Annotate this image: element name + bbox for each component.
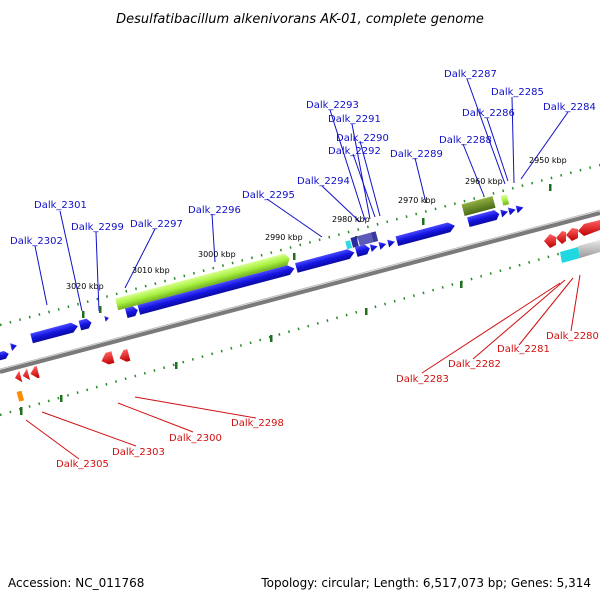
label-Dalk_2285[interactable]: Dalk_2285 [491,87,544,98]
gene-Dalk_2301[interactable] [78,318,93,331]
label-Dalk_2305[interactable]: Dalk_2305 [56,459,109,470]
gene-arrow-forward[interactable] [500,208,509,218]
label-Dalk_2283[interactable]: Dalk_2283 [396,374,449,385]
label-Dalk_2298[interactable]: Dalk_2298 [231,418,284,429]
label-Dalk_2293[interactable]: Dalk_2293 [306,100,359,111]
label-Dalk_2289[interactable]: Dalk_2289 [390,149,443,160]
label-Dalk_2288[interactable]: Dalk_2288 [439,135,492,146]
forward-gene-labels: Dalk_2287 Dalk_2285 Dalk_2284 Dalk_2286 … [10,69,596,247]
label-Dalk_2299[interactable]: Dalk_2299 [71,222,124,233]
gene-Dalk_2281[interactable] [566,228,578,241]
gene-arrow-forward[interactable] [0,350,10,361]
gene-Dalk_2286[interactable] [500,194,510,206]
gene-Dalk_2305[interactable] [13,370,23,384]
label-Dalk_2303[interactable]: Dalk_2303 [112,447,165,458]
tick-label-2990: 2990 kbp [265,233,303,242]
label-Dalk_2294[interactable]: Dalk_2294 [297,176,350,187]
gene-Dalk_2296[interactable] [137,264,296,315]
gene-Dalk_2288[interactable] [467,209,500,228]
gene-arrow-forward[interactable] [515,204,525,214]
label-Dalk_2282[interactable]: Dalk_2282 [448,359,501,370]
gene-arrow-forward[interactable] [387,238,396,248]
gene-Dalk_2291[interactable] [350,236,359,248]
label-Dalk_2286[interactable]: Dalk_2286 [462,108,515,119]
genome-backbone [0,209,600,374]
label-Dalk_2290[interactable]: Dalk_2290 [336,133,389,144]
gene-Dalk_2303[interactable] [29,365,40,380]
gene-Dalk_2297[interactable] [124,305,139,319]
label-Dalk_2300[interactable]: Dalk_2300 [169,433,222,444]
map-title: Desulfatibacillum alkenivorans AK-01, co… [116,12,484,27]
label-Dalk_2296[interactable]: Dalk_2296 [188,205,241,216]
label-Dalk_2297[interactable]: Dalk_2297 [130,219,183,230]
gene-Dalk_2283[interactable] [544,234,556,248]
gene-Dalk_2294[interactable] [295,248,356,273]
tick-label-2960: 2960 kbp [465,177,503,186]
label-Dalk_2292[interactable]: Dalk_2292 [328,146,381,157]
tick-label-2980: 2980 kbp [332,215,370,224]
gene-Dalk_2293[interactable] [345,240,353,250]
gene-Dalk_2282[interactable] [556,231,566,244]
gene-arrow-forward[interactable] [507,206,517,216]
forward-leader-lines [34,78,569,312]
gene-grey[interactable] [578,240,600,258]
genome-summary-text: Topology: circular; Length: 6,517,073 bp… [260,576,591,590]
label-Dalk_2287[interactable]: Dalk_2287 [444,69,497,80]
gene-arrow-forward[interactable] [369,243,379,253]
gene-cyan[interactable] [560,247,580,263]
reverse-gene-labels: Dalk_2280 Dalk_2281 Dalk_2282 Dalk_2283 … [56,331,599,470]
tick-label-3000: 3000 kbp [198,250,236,259]
tick-label-2950: 2950 kbp [529,156,567,165]
gene-Dalk_2295-lime[interactable] [115,253,291,311]
gene-Dalk_2300[interactable] [100,351,115,366]
forward-genes [0,194,525,361]
gene-arrow-forward[interactable] [354,244,371,257]
label-Dalk_2281[interactable]: Dalk_2281 [497,344,550,355]
gene-arrow-forward[interactable] [10,342,18,351]
lower-tick-track [0,240,600,417]
gene-orange-small[interactable] [16,390,25,402]
label-Dalk_2301[interactable]: Dalk_2301 [34,200,87,211]
label-Dalk_2302[interactable]: Dalk_2302 [10,236,63,247]
label-Dalk_2295[interactable]: Dalk_2295 [242,190,295,201]
gene-Dalk_2280[interactable] [578,220,600,236]
reverse-leader-lines [25,274,581,460]
tick-label-2970: 2970 kbp [398,196,436,205]
gene-Dalk_2290[interactable] [357,232,374,246]
gene-Dalk_2289[interactable] [395,221,457,247]
upper-tick-track [0,163,600,327]
gene-Dalk_2292[interactable] [370,231,379,243]
reverse-gene-cluster-right [544,220,600,263]
gene-Dalk_2288-olive[interactable] [461,196,496,216]
gene-Dalk_2302[interactable] [30,321,79,344]
label-Dalk_2280[interactable]: Dalk_2280 [546,331,599,342]
label-Dalk_2291[interactable]: Dalk_2291 [328,114,381,125]
label-Dalk_2284[interactable]: Dalk_2284 [543,102,596,113]
gene-arrow-reverse[interactable] [21,368,31,382]
gene-Dalk_2298[interactable] [118,349,131,363]
gene-Dalk_2299[interactable] [104,315,109,322]
tick-label-3010: 3010 kbp [132,266,170,275]
gene-arrow-forward[interactable] [378,240,387,250]
accession-text: Accession: NC_011768 [8,576,144,590]
tick-label-3020: 3020 kbp [66,282,104,291]
reverse-genes [13,349,131,402]
